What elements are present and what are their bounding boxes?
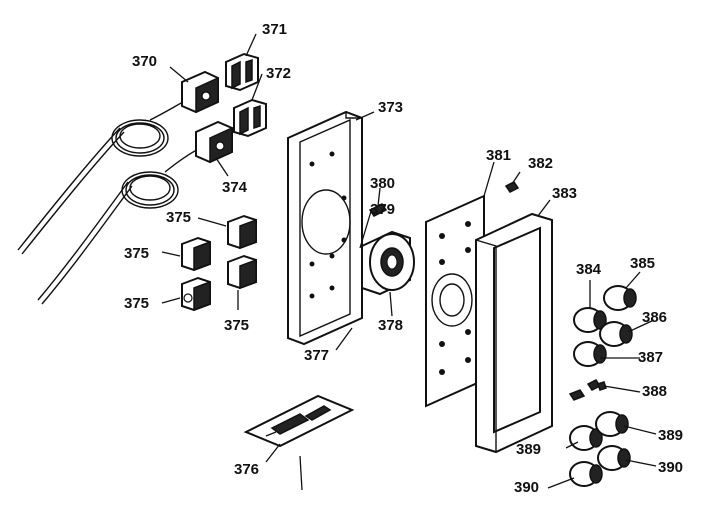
switch-375-lower-left: [181, 276, 211, 312]
decal-376: [243, 394, 355, 448]
faceplate-381: [425, 194, 485, 408]
label-377: 377: [304, 347, 329, 364]
switch-371: [225, 52, 259, 92]
label-390-left: 390: [514, 479, 539, 496]
thermostat-capillary-coils: [17, 95, 206, 305]
trim-frame-383: [475, 212, 553, 454]
label-388: 388: [642, 383, 667, 400]
timer-clock-378: [361, 230, 415, 296]
label-379: 379: [370, 201, 395, 218]
knob-389-left: [569, 425, 603, 451]
label-387: 387: [638, 349, 663, 366]
label-386: 386: [642, 309, 667, 326]
label-389-left: 389: [516, 441, 541, 458]
label-376: 376: [234, 461, 259, 478]
label-372: 372: [266, 65, 291, 82]
part-labels: 370 371 372 373 374 375 375 375 375 376 …: [124, 21, 683, 496]
clips-388: [568, 379, 607, 401]
label-371: 371: [262, 21, 287, 38]
switch-375-upper-left: [181, 236, 211, 272]
switch-375-lower-right: [227, 254, 257, 290]
label-370: 370: [132, 53, 157, 70]
knob-389-right: [595, 411, 629, 437]
knob-386: [599, 321, 633, 347]
label-374: 374: [222, 179, 248, 196]
label-373: 373: [378, 99, 403, 116]
leader-lines: [161, 33, 657, 491]
label-375-middle: 375: [124, 245, 149, 262]
knob-384: [573, 307, 607, 333]
thermostat-370: [181, 70, 219, 114]
label-384: 384: [576, 261, 602, 278]
screw-382: [504, 181, 520, 193]
label-375-right: 375: [224, 317, 249, 334]
label-375-bottom: 375: [124, 295, 149, 312]
label-390-right: 390: [658, 459, 683, 476]
label-382: 382: [528, 155, 553, 172]
knob-387: [573, 341, 607, 367]
label-381: 381: [486, 147, 511, 164]
switch-372: [233, 98, 267, 138]
label-389-right: 389: [658, 427, 683, 444]
label-380: 380: [370, 175, 395, 192]
label-375-top: 375: [166, 209, 191, 226]
label-383: 383: [552, 185, 577, 202]
knob-390-right: [597, 445, 631, 471]
knob-385: [603, 285, 637, 311]
knob-390-left: [569, 461, 603, 487]
switch-375-upper-right: [227, 214, 257, 250]
thermostat-374: [195, 120, 233, 164]
control-panel-373: [287, 110, 363, 346]
label-378: 378: [378, 317, 403, 334]
label-385: 385: [630, 255, 655, 272]
